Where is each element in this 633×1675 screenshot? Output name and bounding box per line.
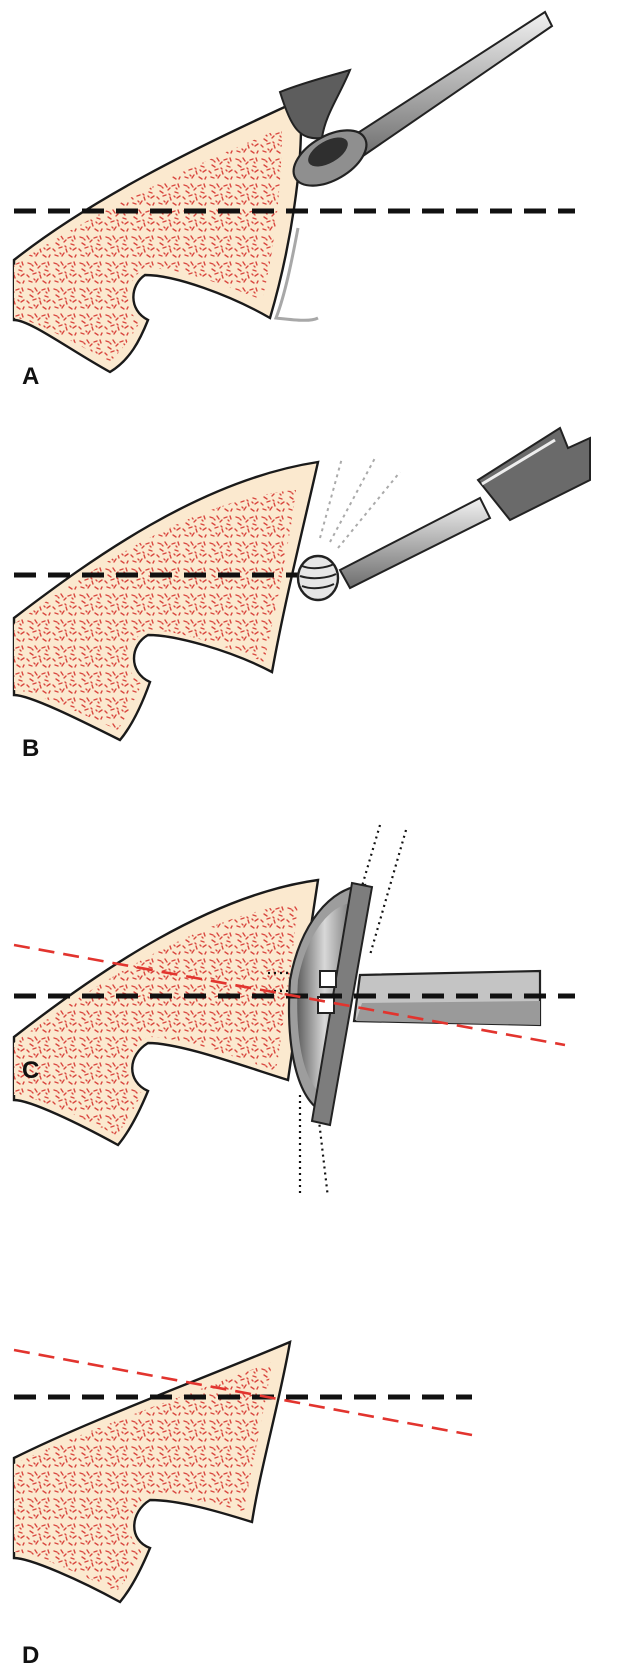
cancellous-bone <box>14 903 298 1135</box>
reamer-icon <box>289 883 540 1125</box>
burr-icon <box>298 428 590 600</box>
curette-icon <box>280 12 552 197</box>
panel-label-b: B <box>22 735 39 763</box>
cancellous-bone <box>14 128 282 362</box>
panel-label-a: A <box>22 363 39 391</box>
panel-label-d: D <box>22 1642 39 1670</box>
panel-a: A <box>0 0 633 400</box>
panel-label-c: C <box>22 1057 39 1085</box>
panel-d: D <box>0 1340 633 1675</box>
panel-c: C <box>0 775 633 1195</box>
panel-b: B <box>0 410 633 770</box>
spray-lines <box>320 458 400 548</box>
